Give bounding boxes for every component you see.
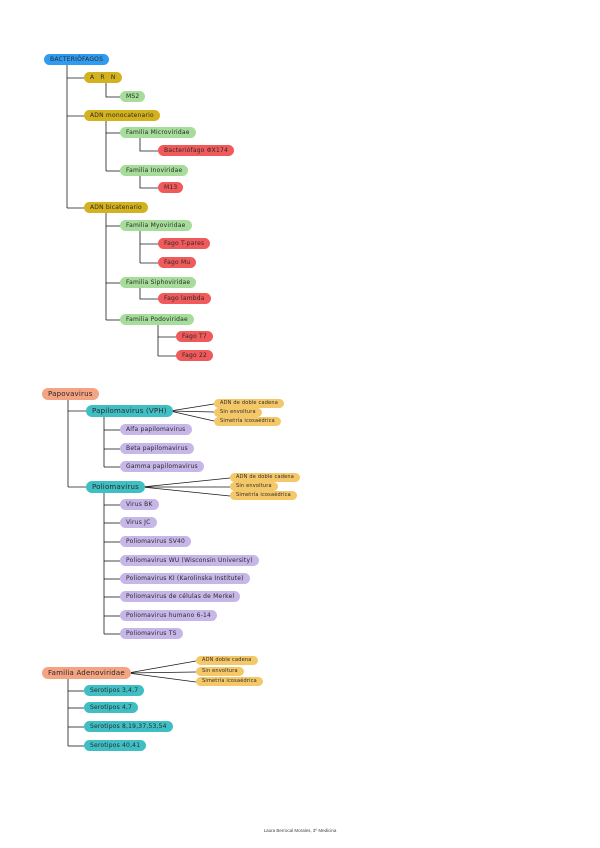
serotipos-4-7-node: Serotipos 4,7 (84, 702, 139, 713)
inoviridae-node: Familia Inoviridae (120, 165, 189, 176)
wu-node: Poliomavirus WU (Wisconsin University) (120, 555, 259, 566)
merkel-node: Poliomavirus de células de Merkel (120, 591, 241, 602)
author-footer: Laura Berrocal Morales, 3º Medicina (263, 828, 337, 833)
arn-node: A R N (84, 72, 122, 83)
serotipos-8-19-node: Serotipos 8,19,37,53,54 (84, 721, 173, 732)
polioma-prop-3: Simetría icosaédrica (230, 491, 297, 500)
papiloma-prop-3: Simetría icosaédrica (214, 417, 281, 426)
microviridae-node: Familia Microviridae (120, 127, 196, 138)
poliomavirus-node: Poliomavirus (86, 481, 145, 493)
ms2-node: MS2 (120, 91, 146, 102)
podoviridae-node: Familia Podoviridae (120, 314, 194, 325)
fago-t7-node: Fago T7 (176, 331, 213, 342)
phix174-node: Bacteriófago ΦX174 (158, 145, 235, 156)
m13-node: M13 (158, 182, 184, 193)
fago-22-node: Fago 22 (176, 350, 213, 361)
alfa-papilomavirus-node: Alfa papilomavirus (120, 424, 192, 435)
virus-jc-node: Virus JC (120, 517, 157, 528)
adenoviridae-root: Familia Adenoviridae (42, 667, 131, 679)
fago-lambda-node: Fago lambda (158, 293, 211, 304)
siphoviridae-node: Familia Siphoviridae (120, 277, 197, 288)
adn-monocatenario-node: ADN monocatenario (84, 110, 160, 121)
poliomavirus-ts-node: Poliomavirus TS (120, 628, 183, 639)
adeno-prop-3: Simetría icosaédrica (196, 677, 263, 686)
humano-6-14-node: Poliomavirus humano 6-14 (120, 610, 218, 621)
serotipos-40-41-node: Serotipos 40,41 (84, 740, 147, 751)
papovavirus-root: Papovavirus (42, 388, 99, 400)
serotipos-3-4-7-node: Serotipos 3,4,7 (84, 685, 145, 696)
sv40-node: Poliomavirus SV40 (120, 536, 192, 547)
virus-bk-node: Virus BK (120, 499, 159, 510)
myoviridae-node: Familia Myoviridae (120, 220, 192, 231)
beta-papilomavirus-node: Beta papilomavirus (120, 443, 194, 454)
papiloma-prop-2: Sin envoltura (214, 408, 262, 417)
fago-mu-node: Fago Mu (158, 257, 197, 268)
papiloma-prop-1: ADN de doble cadena (214, 399, 284, 408)
polioma-prop-1: ADN de doble cadena (230, 473, 300, 482)
papilomavirus-node: Papilomavirus (VPH) (86, 405, 173, 417)
fago-t-pares-node: Fago T-pares (158, 238, 211, 249)
polioma-prop-2: Sin envoltura (230, 482, 278, 491)
gamma-papilomavirus-node: Gamma papilomavirus (120, 461, 204, 472)
ki-node: Poliomavirus KI (Karolinska Institute) (120, 573, 250, 584)
bacteriophage-root: BACTERIÓFAGOS (44, 54, 110, 65)
adn-bicatenario-node: ADN bicatenario (84, 202, 148, 213)
adeno-prop-1: ADN doble cadena (196, 656, 258, 665)
adeno-prop-2: Sin envoltura (196, 667, 244, 676)
